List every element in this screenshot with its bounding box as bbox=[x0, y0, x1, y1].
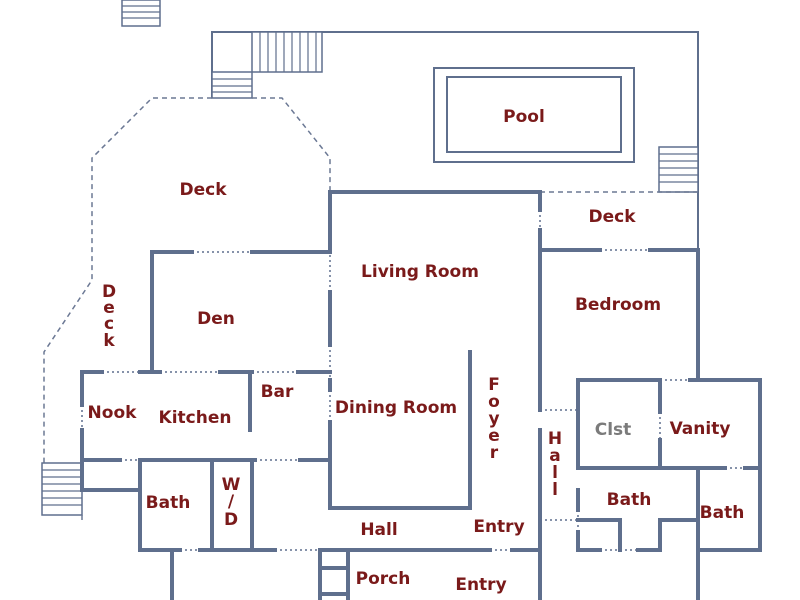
label-hall-vertical-2: l bbox=[552, 463, 558, 483]
label-foyer-3: e bbox=[488, 426, 500, 446]
label-deck-side-3: k bbox=[103, 331, 115, 351]
label-foyer-2: y bbox=[488, 409, 499, 429]
label-deck-right: Deck bbox=[588, 207, 636, 227]
deck-dashed-boundary bbox=[43, 97, 698, 520]
label-wd-2: D bbox=[224, 510, 238, 530]
label-bar: Bar bbox=[261, 382, 294, 402]
label-wd: W / D bbox=[222, 475, 241, 530]
label-hall: Hall bbox=[360, 520, 397, 540]
label-dining-room: Dining Room bbox=[335, 398, 457, 418]
label-foyer-1: o bbox=[488, 392, 500, 412]
walls bbox=[80, 190, 762, 600]
label-hall-vertical: H a l l bbox=[548, 429, 562, 500]
stairs-left bbox=[41, 462, 83, 516]
stairs-deck-corner bbox=[211, 71, 253, 99]
label-foyer-4: r bbox=[490, 443, 499, 463]
label-entry-upper: Entry bbox=[473, 517, 524, 537]
label-bath-right: Bath bbox=[700, 503, 745, 523]
label-kitchen: Kitchen bbox=[159, 408, 232, 428]
label-entry-lower: Entry bbox=[455, 575, 506, 595]
label-foyer-0: F bbox=[488, 375, 500, 395]
label-deck-left: Deck bbox=[179, 180, 227, 200]
label-deck-side-1: e bbox=[103, 298, 115, 318]
label-bath-left: Bath bbox=[146, 493, 191, 513]
label-deck-side: D e c k bbox=[102, 282, 116, 351]
label-den: Den bbox=[197, 309, 235, 329]
label-clst: Clst bbox=[595, 420, 632, 440]
label-porch: Porch bbox=[356, 569, 411, 589]
stairs-right bbox=[658, 146, 699, 193]
label-bedroom: Bedroom bbox=[575, 295, 661, 315]
label-deck-side-0: D bbox=[102, 282, 116, 302]
label-vanity: Vanity bbox=[670, 419, 731, 439]
stairs-deck-top bbox=[251, 31, 323, 73]
label-wd-1: / bbox=[228, 492, 235, 512]
label-hall-vertical-1: a bbox=[549, 446, 560, 466]
label-living-room: Living Room bbox=[361, 262, 479, 282]
label-nook: Nook bbox=[88, 403, 138, 423]
label-bath-mid: Bath bbox=[607, 490, 652, 510]
label-foyer: F o y e r bbox=[488, 375, 500, 463]
label-hall-vertical-0: H bbox=[548, 429, 562, 449]
pool-deck-outline bbox=[211, 31, 699, 250]
label-hall-vertical-3: l bbox=[552, 480, 558, 500]
pool bbox=[433, 67, 635, 163]
openings bbox=[81, 210, 745, 551]
label-wd-0: W bbox=[222, 475, 241, 495]
stairs-top-left bbox=[121, 0, 161, 27]
label-deck-side-2: c bbox=[104, 314, 114, 334]
label-pool: Pool bbox=[503, 107, 545, 127]
